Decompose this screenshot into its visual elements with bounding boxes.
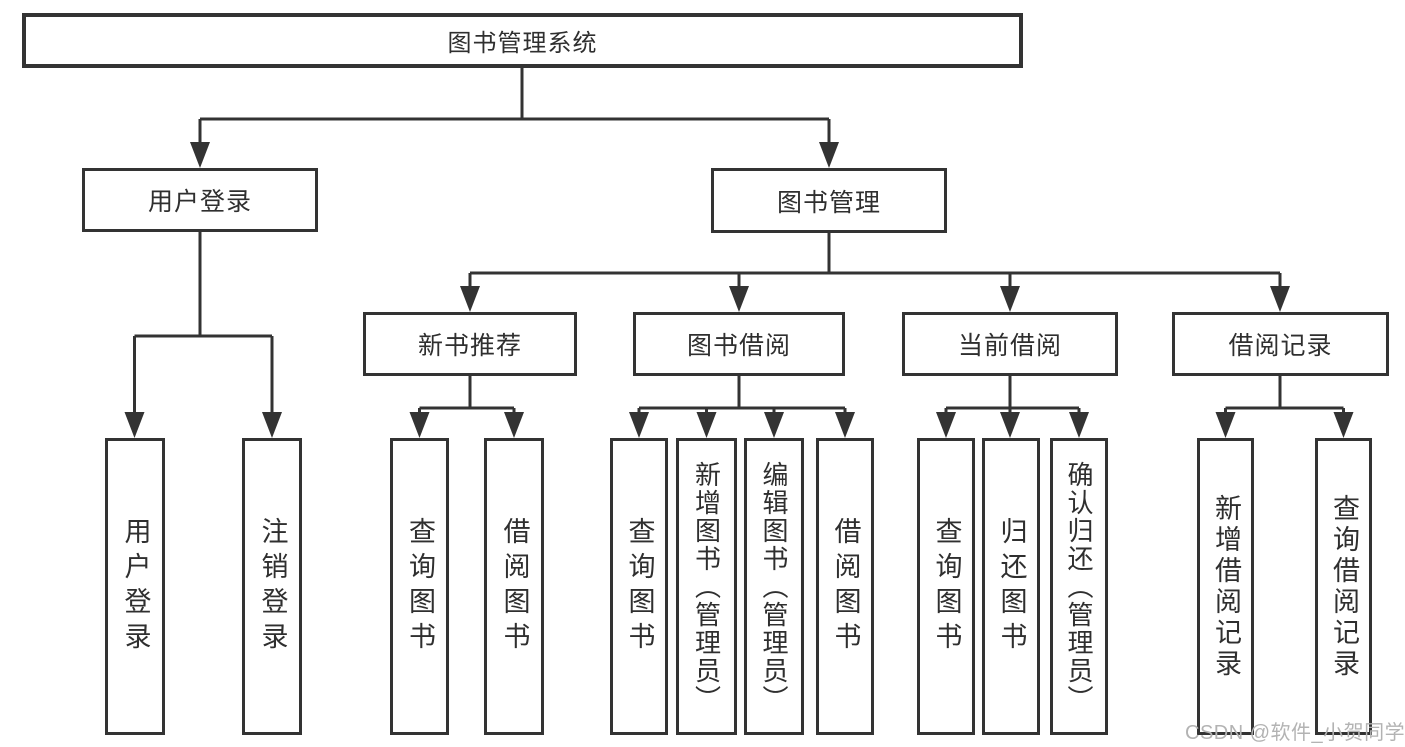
connector-login-subtree xyxy=(124,232,282,438)
connector-recommend-subtree xyxy=(409,376,524,438)
node-label: 用户登录 xyxy=(147,188,252,216)
node-new-book-recommend: 新书推荐 xyxy=(363,312,577,376)
leaf-label: 借阅图书 xyxy=(830,516,861,657)
leaf-return-book: 归还图书 xyxy=(982,438,1040,735)
leaf-label: 查询图书 xyxy=(624,516,655,657)
node-label: 新书推荐 xyxy=(417,332,522,360)
leaf-add-book-admin: 新增图书（管理员） xyxy=(676,438,737,735)
connector-records-subtree xyxy=(1215,376,1354,438)
leaf-label: 注销登录 xyxy=(257,516,288,657)
root-label: 图书管理系统 xyxy=(447,30,598,57)
connector-root-to-level1 xyxy=(190,68,839,168)
leaf-query-books-borrow: 查询图书 xyxy=(610,438,668,735)
leaf-label: 确认归还（管理员） xyxy=(1064,460,1094,713)
node-label: 图书借阅 xyxy=(686,332,791,360)
leaf-label: 查询图书 xyxy=(405,516,435,657)
node-label: 图书管理 xyxy=(776,188,881,217)
node-label: 当前借阅 xyxy=(957,332,1062,360)
connector-borrow-subtree xyxy=(629,376,855,438)
leaf-confirm-return-admin: 确认归还（管理员） xyxy=(1050,438,1108,735)
leaf-label: 查询图书 xyxy=(931,516,962,657)
leaf-query-books-current: 查询图书 xyxy=(917,438,975,735)
leaf-user-login: 用户登录 xyxy=(105,438,165,735)
node-label: 借阅记录 xyxy=(1228,332,1333,360)
connector-management-to-level2 xyxy=(460,233,1290,312)
leaf-borrow-books-recommend: 借阅图书 xyxy=(484,438,544,735)
node-user-login: 用户登录 xyxy=(82,168,318,232)
node-book-management: 图书管理 xyxy=(711,168,947,233)
leaf-label: 新增图书（管理员） xyxy=(691,460,722,713)
root-box-system: 图书管理系统 xyxy=(22,13,1023,68)
leaf-label: 查询借阅记录 xyxy=(1329,493,1359,680)
leaf-label: 归还图书 xyxy=(996,516,1027,657)
leaf-label: 新增借阅记录 xyxy=(1211,493,1241,680)
leaf-label: 用户登录 xyxy=(120,516,151,657)
node-book-borrow: 图书借阅 xyxy=(633,312,845,376)
node-current-borrow: 当前借阅 xyxy=(902,312,1118,376)
leaf-label: 借阅图书 xyxy=(499,516,530,657)
leaf-query-borrow-record: 查询借阅记录 xyxy=(1315,438,1372,735)
leaf-add-borrow-record: 新增借阅记录 xyxy=(1197,438,1254,735)
node-borrow-records: 借阅记录 xyxy=(1172,312,1389,376)
leaf-logout: 注销登录 xyxy=(242,438,302,735)
connector-current-subtree xyxy=(936,376,1089,438)
leaf-query-books-recommend: 查询图书 xyxy=(390,438,449,735)
leaf-edit-book-admin: 编辑图书（管理员） xyxy=(744,438,804,735)
watermark: CSDN @软件_小贺同学 xyxy=(1185,722,1405,744)
leaf-borrow-books-borrow: 借阅图书 xyxy=(816,438,874,735)
leaf-label: 编辑图书（管理员） xyxy=(759,460,789,713)
